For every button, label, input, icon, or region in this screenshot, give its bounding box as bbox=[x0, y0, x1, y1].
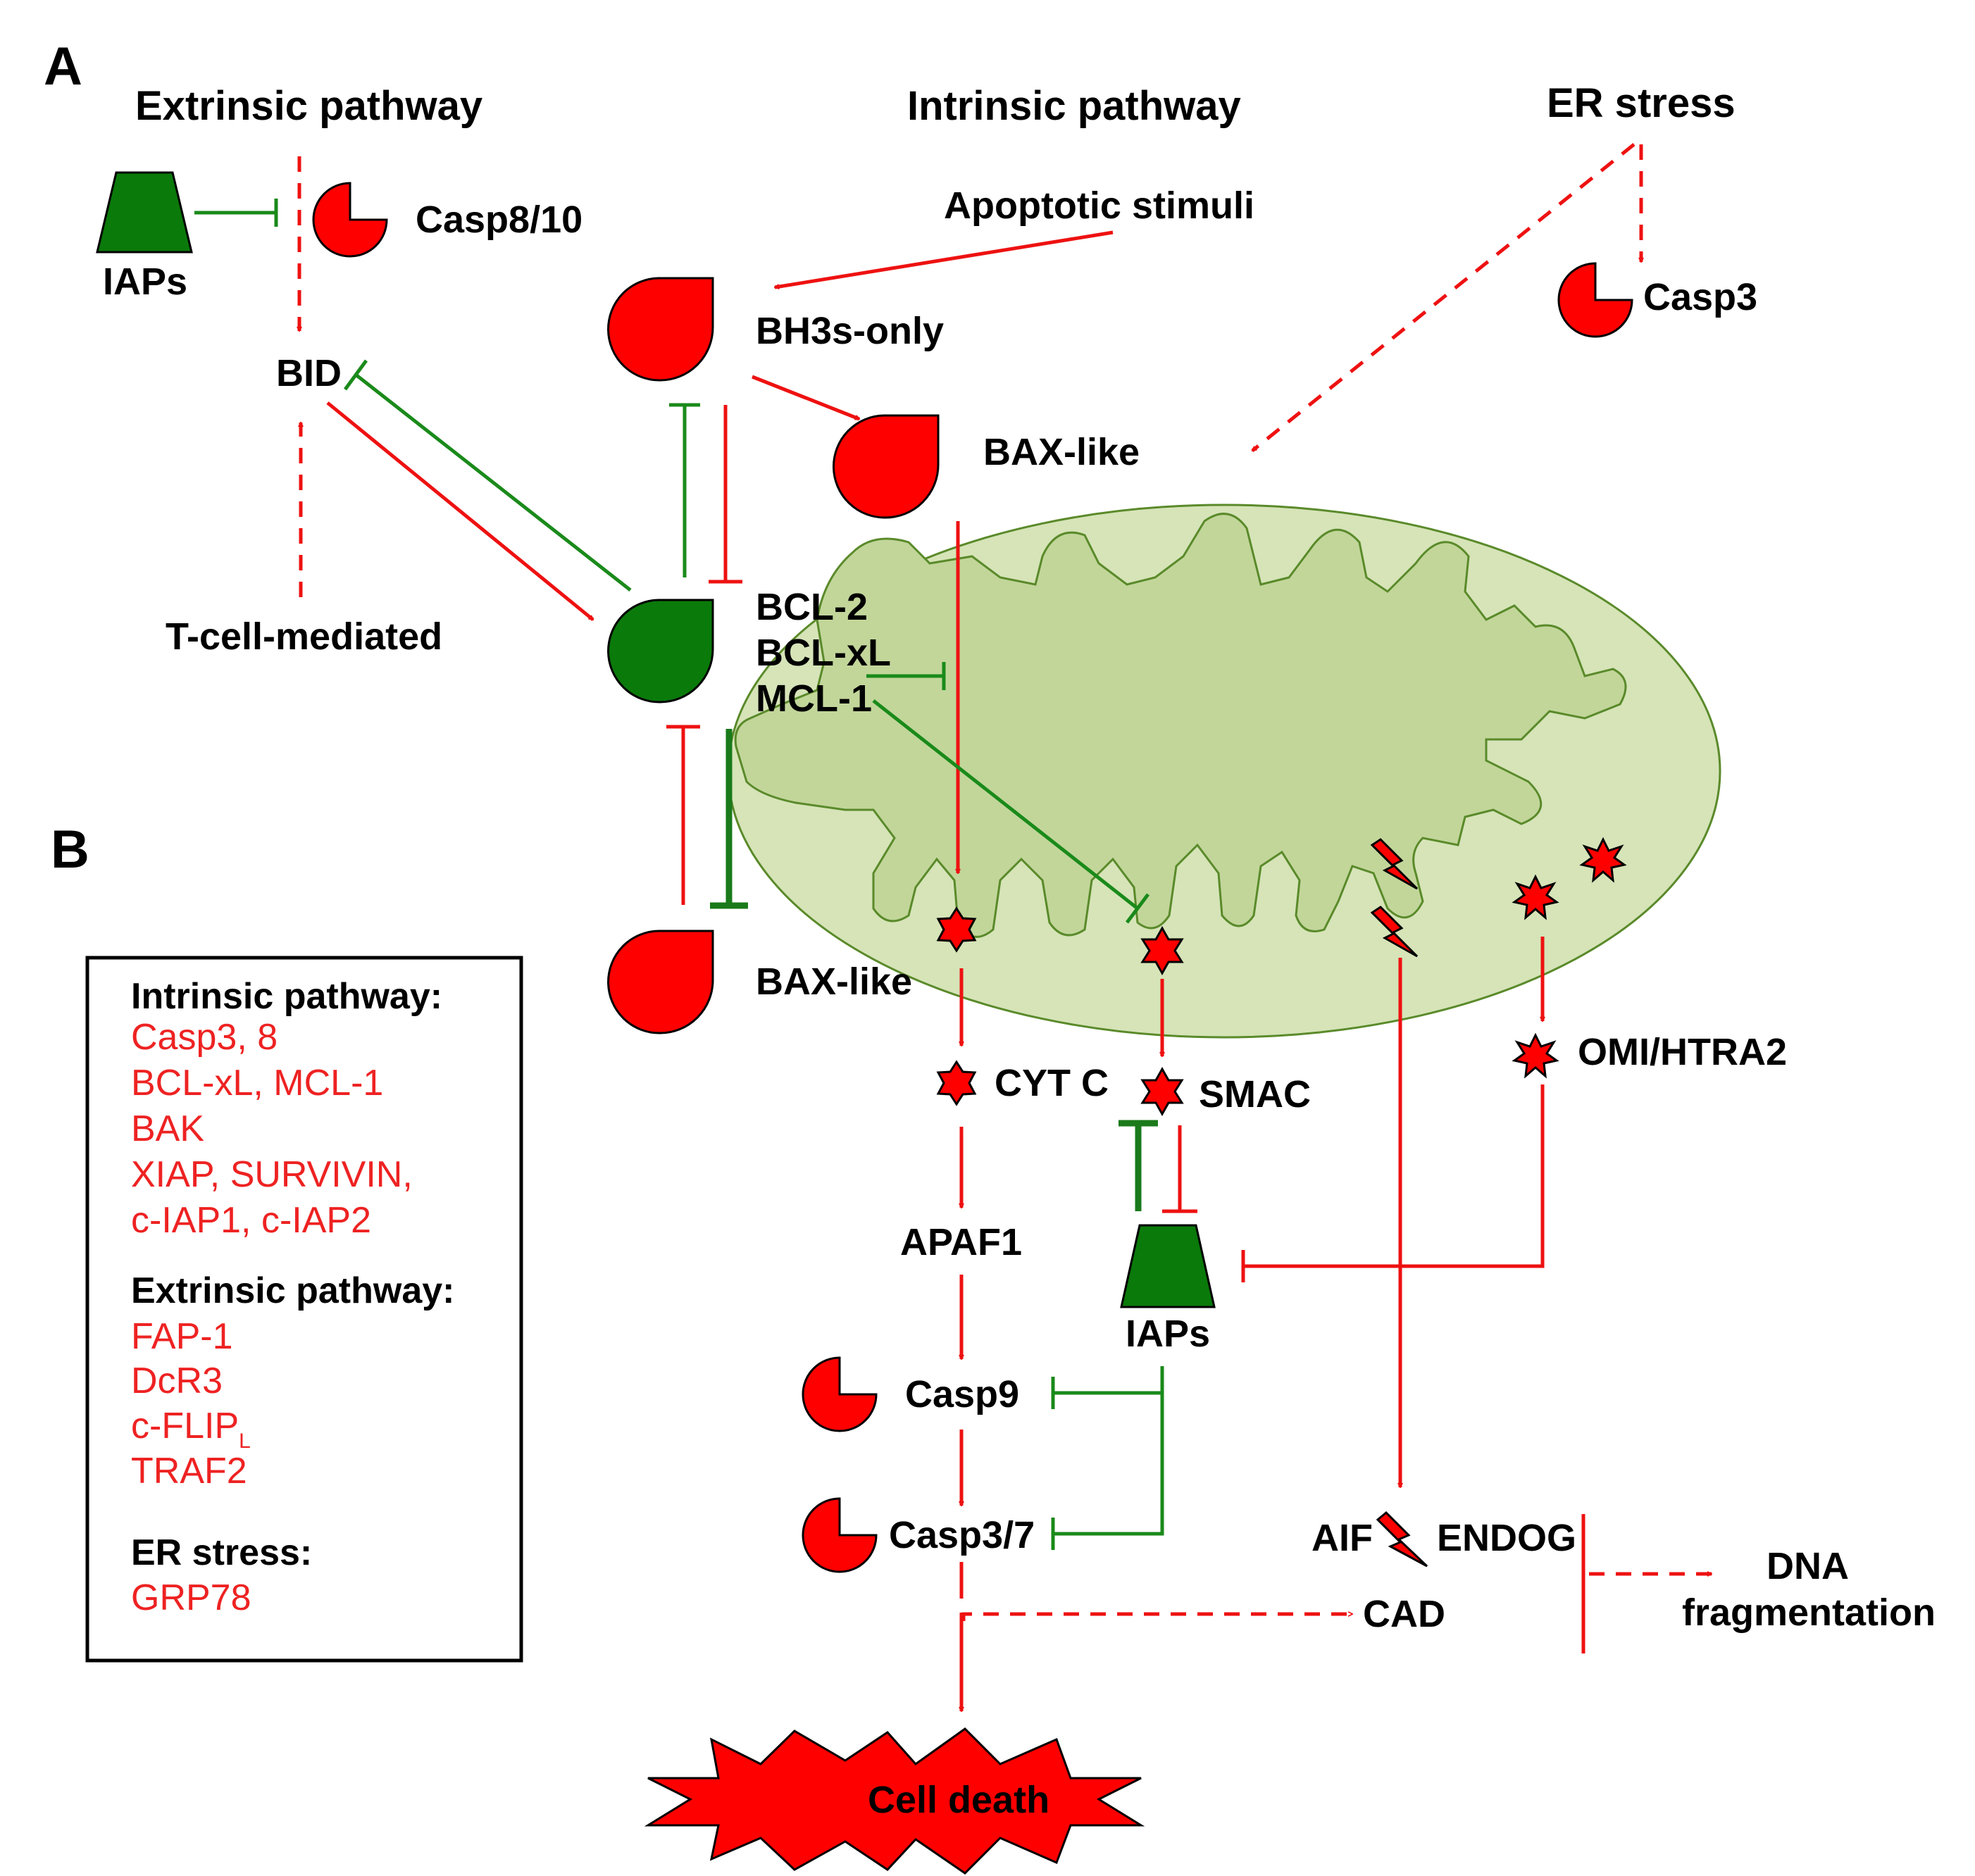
fragmentation-label: fragmentation bbox=[1682, 1592, 1936, 1634]
legend-intrinsic-item-5: c-IAP1, c-IAP2 bbox=[131, 1200, 371, 1241]
cell-death-label: Cell death bbox=[868, 1779, 1049, 1821]
legend-extrinsic-item-2: DcR3 bbox=[131, 1361, 223, 1401]
casp9-label: Casp9 bbox=[905, 1373, 1019, 1415]
iaps-mid-label: IAPs bbox=[1126, 1313, 1210, 1355]
casp3-7-pacman-icon bbox=[802, 1497, 878, 1573]
legend-intrinsic-item-4: XIAP, SURVIVIN, bbox=[131, 1154, 413, 1195]
aif-label: AIF bbox=[1312, 1517, 1373, 1559]
omi-burst-in-mito-1-icon bbox=[1512, 874, 1559, 920]
bh3s-only-label: BH3s-only bbox=[756, 310, 944, 352]
bcl2-inhibit-bid-line bbox=[354, 373, 632, 592]
casp3-er-pacman-icon bbox=[1557, 262, 1633, 338]
iaps-mid-trapezoid-icon bbox=[1120, 1224, 1216, 1308]
cyt-c-label: CYT C bbox=[995, 1062, 1109, 1104]
iaps-top-trapezoid-icon bbox=[96, 171, 193, 254]
legend-er-title: ER stress: bbox=[131, 1532, 312, 1573]
legend-extrinsic-item-1: FAP-1 bbox=[131, 1316, 233, 1357]
intrinsic-pathway-header: Intrinsic pathway bbox=[907, 83, 1241, 129]
mcl1-inhibit-smac-line bbox=[872, 699, 1139, 910]
bax-like-top-label: BAX-like bbox=[983, 431, 1140, 473]
legend-cflip: c-FLIPL bbox=[131, 1406, 251, 1453]
bax-like-bottom-shape-icon bbox=[607, 930, 714, 1034]
t-cell-mediated-label: T-cell-mediated bbox=[166, 615, 442, 658]
iaps-top-label: IAPs bbox=[103, 261, 187, 303]
legend-border bbox=[85, 956, 523, 1663]
legend-box: Intrinsic pathway: Casp3, 8 BCL-xL, MCL-… bbox=[85, 956, 523, 1663]
apaf1-label: APAF1 bbox=[900, 1221, 1022, 1263]
smac-star-icon bbox=[1140, 1066, 1184, 1117]
panel-label-a: A bbox=[44, 37, 82, 96]
legend-cflip-subscript: L bbox=[239, 1430, 251, 1453]
iaps-inhibit-casps-line bbox=[1053, 1366, 1164, 1536]
bh3-to-bax-arrow bbox=[752, 375, 859, 421]
panel-label-b: B bbox=[51, 820, 89, 880]
mcl1-inhibit-smac-bar bbox=[1126, 893, 1150, 924]
legend-traf2: TRAF2 bbox=[131, 1451, 247, 1492]
bid-label: BID bbox=[276, 352, 342, 394]
smac-star-in-mito-icon bbox=[1140, 925, 1184, 976]
bax-like-bottom-label: BAX-like bbox=[756, 961, 912, 1003]
bclxl-label: BCL-xL bbox=[756, 632, 891, 674]
casp3-7-label: Casp3/7 bbox=[889, 1514, 1035, 1556]
casp9-pacman-icon bbox=[802, 1356, 878, 1432]
bcl2-family-shape-icon bbox=[607, 599, 714, 704]
cell-death-burst-shape bbox=[644, 1727, 1145, 1875]
aif-endog-bolt-icon bbox=[1376, 1511, 1428, 1568]
cad-label: CAD bbox=[1363, 1593, 1445, 1635]
mcl1-label: MCL-1 bbox=[756, 677, 872, 720]
cyt-c-star-in-mito-icon bbox=[936, 906, 977, 953]
omi-htra2-label: OMI/HTRA2 bbox=[1578, 1031, 1787, 1073]
smac-label: SMAC bbox=[1199, 1073, 1311, 1115]
dna-label: DNA bbox=[1767, 1545, 1849, 1587]
omi-inhibit-iaps-line bbox=[1243, 1084, 1545, 1268]
legend-cflip-main: c-FLIP bbox=[131, 1406, 239, 1446]
bcl2-inhibit-bid-bar bbox=[343, 359, 368, 391]
casp8-10-label: Casp8/10 bbox=[416, 199, 582, 241]
casp8-10-pacman-icon bbox=[312, 182, 388, 258]
legend-er-item-1: GRP78 bbox=[131, 1577, 251, 1618]
endog-label: ENDOG bbox=[1437, 1517, 1576, 1559]
cyt-c-star-icon bbox=[936, 1060, 977, 1106]
omi-burst-in-mito-2-icon bbox=[1579, 837, 1627, 883]
apoptotic-stimuli-label: Apoptotic stimuli bbox=[944, 185, 1254, 227]
bh3s-only-shape-icon bbox=[607, 277, 714, 382]
bid-to-bcl2-arrow bbox=[326, 401, 593, 621]
casp3-er-label: Casp3 bbox=[1643, 276, 1757, 318]
er-to-mito-arrow bbox=[1252, 143, 1636, 452]
legend-intrinsic-item-3: BAK bbox=[131, 1108, 204, 1149]
legend-intrinsic-title: Intrinsic pathway: bbox=[131, 976, 442, 1017]
legend-intrinsic-item-1: Casp3, 8 bbox=[131, 1017, 278, 1058]
legend-intrinsic-item-2: BCL-xL, MCL-1 bbox=[131, 1063, 383, 1103]
bcl2-label: BCL-2 bbox=[756, 586, 868, 628]
extrinsic-pathway-header: Extrinsic pathway bbox=[135, 83, 482, 129]
legend-extrinsic-title: Extrinsic pathway: bbox=[131, 1270, 454, 1311]
er-stress-header: ER stress bbox=[1547, 80, 1736, 126]
aif-bolt-in-mito-1-icon bbox=[1370, 838, 1419, 890]
omi-burst-icon bbox=[1512, 1032, 1559, 1079]
stimuli-to-bh3-arrow bbox=[775, 230, 1114, 287]
mitochondrion bbox=[727, 504, 1721, 1039]
aif-bolt-in-mito-2-icon bbox=[1370, 906, 1419, 958]
bax-like-top-shape-icon bbox=[833, 414, 940, 519]
casp-to-cad-arrow bbox=[961, 1614, 1352, 1621]
